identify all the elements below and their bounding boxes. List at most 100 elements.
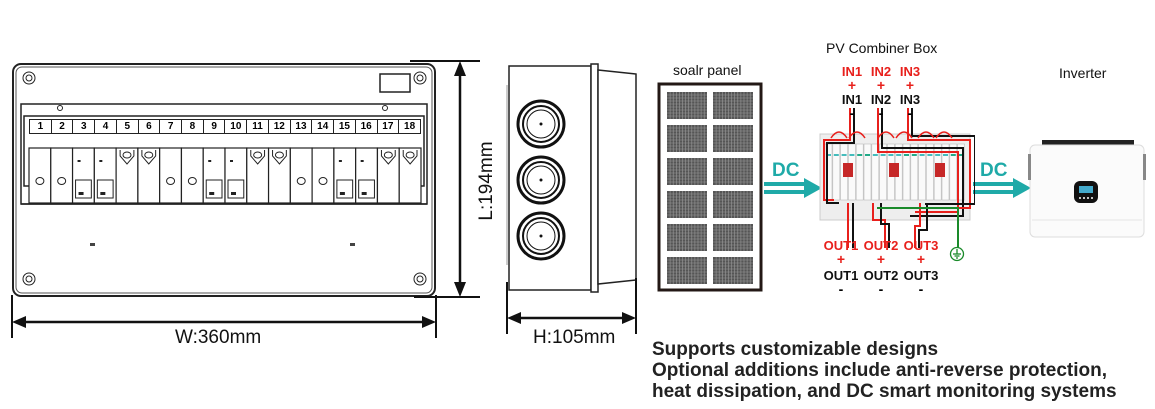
output-negative-label: OUT3 [903,268,939,283]
slot-number: 9 [203,119,226,134]
dc-arrow-left-icon [764,178,822,198]
solar-cell [667,224,707,251]
slot-number: 8 [182,119,204,134]
breaker-module-16 [355,147,379,204]
breaker-module-9 [202,147,226,204]
plus-sign: + [876,77,886,93]
slot-number: 5 [116,119,139,134]
output-negative-label: OUT2 [863,268,899,283]
solar-panel-label: soalr panel [673,62,742,78]
slot-number: 18 [399,119,421,134]
input-positive-label: IN1 [841,64,863,79]
arrow-left-icon [507,312,521,324]
combiner-module [855,143,864,201]
slot-number: 16 [355,119,378,134]
slot-number: 17 [377,119,400,134]
breaker-module-12 [267,147,291,204]
slot-number: 15 [334,119,356,134]
breaker-module-15 [333,147,357,204]
breaker-module-6 [137,147,161,204]
minus-sign: - [907,105,913,121]
description-line-1: Supports customizable designs [652,339,939,360]
solar-cell [713,257,753,284]
label-window [379,73,411,93]
breaker-module-18 [398,147,422,204]
minus-sign: - [838,281,844,297]
breaker-module-7 [159,147,183,204]
dc-arrow-right-icon [973,178,1031,198]
front-view-drawing [11,60,480,338]
plus-sign: + [916,251,926,267]
ground-icon [949,246,965,262]
solar-cell [667,257,707,284]
width-label: W:360mm [175,327,262,348]
breaker-module-11 [246,147,270,204]
combiner-module [832,143,841,201]
slot-number: 11 [247,119,269,134]
breaker-module-1 [28,147,52,204]
plus-sign: + [847,77,857,93]
slot-number: 1 [29,119,52,134]
combiner-module [926,143,934,201]
solar-panel-icon [657,82,763,292]
breaker-module-3 [71,147,95,204]
screw-icon [22,71,427,286]
output-positive-label: OUT3 [903,238,939,253]
arrow-right-icon [422,316,436,328]
solar-cell [713,158,753,185]
dc-label-left: DC [772,160,800,181]
combiner-module [918,143,926,201]
plus-sign: + [876,251,886,267]
input-negative-label: IN1 [841,92,863,107]
minus-sign: - [849,105,855,121]
minus-sign: - [878,105,884,121]
output-positive-label: OUT1 [823,238,859,253]
solar-cell [667,191,707,218]
plus-sign: + [836,251,846,267]
breaker-module-14 [311,147,335,204]
inverter-label: Inverter [1059,65,1107,81]
arrow-down-icon [454,282,466,297]
solar-cell [713,224,753,251]
output-negative-label: OUT1 [823,268,859,283]
input-positive-label: IN3 [899,64,921,79]
minus-sign: - [878,281,884,297]
arrow-right-icon [622,312,636,324]
combiner-module [949,143,958,201]
breaker-module-13 [289,147,313,204]
slot-number: 14 [312,119,335,134]
solar-cell [713,92,753,119]
slot-number: 10 [225,119,248,134]
arrow-left-icon [12,316,26,328]
arrow-up-icon [454,61,466,76]
solar-cell [667,158,707,185]
input-negative-label: IN2 [870,92,892,107]
minus-sign: - [918,281,924,297]
combiner-module [910,143,919,201]
slot-number: 3 [73,119,96,134]
slot-number: 12 [268,119,291,134]
combiner-module [902,143,911,201]
slot-number: 13 [290,119,313,134]
height-label: H:105mm [533,327,616,348]
combiner-module [879,143,887,201]
slot-number: 6 [138,119,161,134]
combiner-box-icon [819,108,975,248]
plus-sign: + [905,77,915,93]
dc-label-right: DC [980,160,1008,181]
inverter-icon [1028,140,1146,238]
solar-cell [667,92,707,119]
description-line-3: heat dissipation, and DC smart monitorin… [652,381,1117,402]
solar-cell [713,191,753,218]
side-view-drawing [506,63,637,334]
breaker-module-8 [180,147,204,204]
slot-number: 7 [160,119,183,134]
description-line-2: Optional additions include anti-reverse … [652,360,1108,381]
breaker-module-10 [224,147,248,204]
combiner-module [871,143,880,201]
combiner-box-title: PV Combiner Box [826,40,938,56]
breaker-module-2 [50,147,74,204]
slot-number: 2 [51,119,74,134]
input-negative-label: IN3 [899,92,921,107]
